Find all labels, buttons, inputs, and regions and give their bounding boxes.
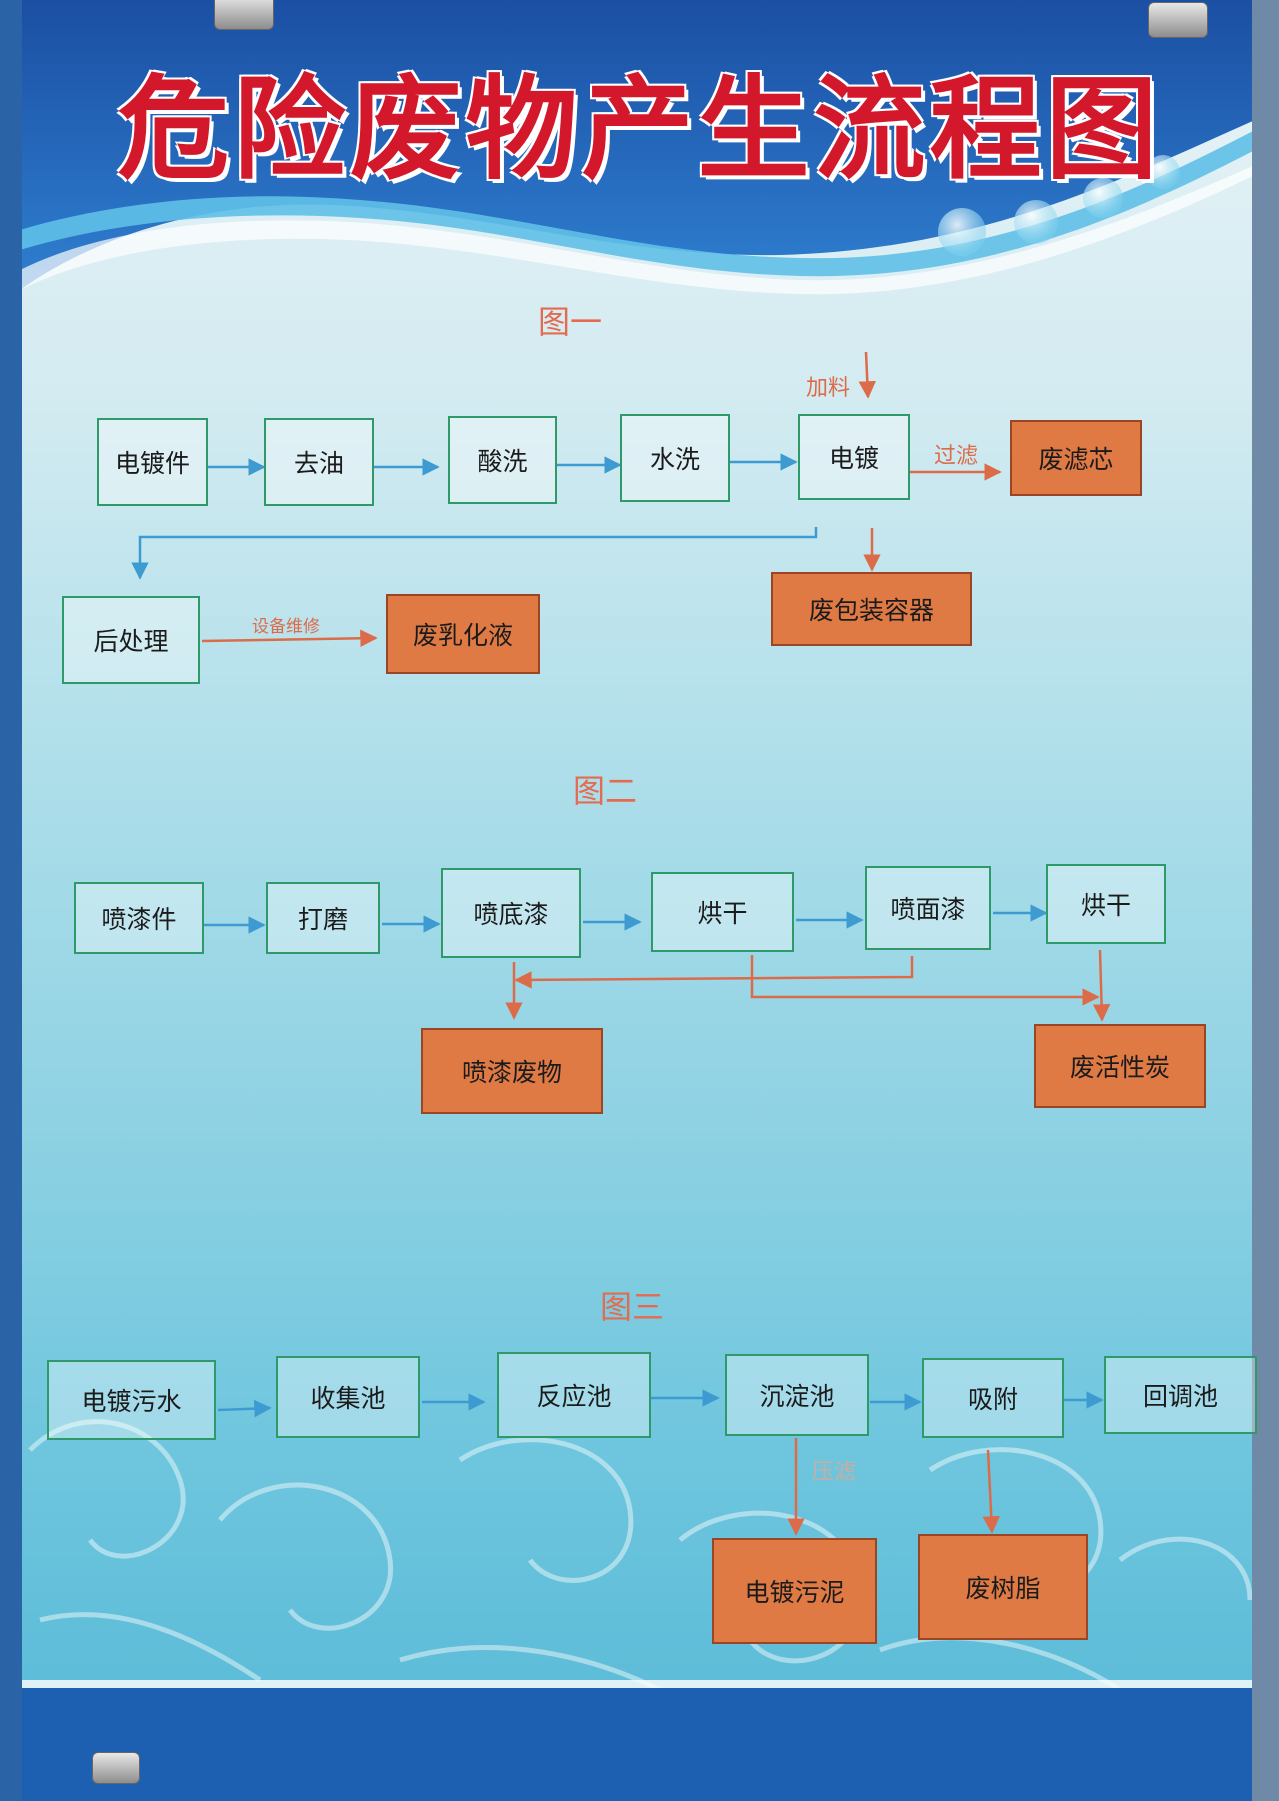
bubble	[1014, 200, 1058, 244]
process-box: 烘干	[1046, 864, 1166, 944]
process-box: 反应池	[497, 1352, 651, 1438]
filter-label: 过滤	[934, 444, 979, 469]
waste-box: 喷漆废物	[421, 1028, 603, 1114]
process-box: 喷漆件	[74, 882, 204, 954]
figure-2-heading: 图二	[572, 772, 637, 810]
process-box: 后处理	[62, 596, 200, 684]
process-box: 回调池	[1104, 1356, 1257, 1434]
press-filter-label: 压滤	[812, 1460, 857, 1485]
bubble	[1083, 178, 1123, 218]
poster-title: 危险废物产生流程图	[117, 64, 1162, 195]
figure-1-heading: 图一	[537, 303, 602, 341]
process-box: 酸洗	[448, 416, 557, 504]
waste-box: 电镀污泥	[712, 1538, 877, 1644]
waste-box: 废树脂	[918, 1534, 1088, 1640]
process-box: 电镀	[798, 414, 910, 500]
process-box: 吸附	[922, 1358, 1064, 1438]
process-box: 喷底漆	[441, 868, 581, 958]
process-box: 水洗	[620, 414, 730, 502]
bubble	[1146, 155, 1180, 189]
feed-label: 加料	[806, 376, 851, 401]
waste-box: 废乳化液	[386, 594, 540, 674]
process-box: 电镀件	[97, 418, 208, 506]
frame-left	[0, 0, 22, 1801]
process-box: 烘干	[651, 872, 794, 952]
process-box: 电镀污水	[47, 1360, 216, 1440]
frame-right	[1252, 0, 1279, 1801]
header-wave	[20, 130, 1255, 277]
mounting-bolt	[92, 1752, 140, 1784]
waste-box: 废包装容器	[771, 572, 972, 646]
bubble	[938, 208, 986, 256]
footer-band	[20, 1688, 1255, 1801]
waste-box: 废滤芯	[1010, 420, 1142, 496]
waste-box: 废活性炭	[1034, 1024, 1206, 1108]
figure-3-heading: 图三	[599, 1288, 664, 1326]
process-box: 喷面漆	[865, 866, 991, 950]
process-box: 打磨	[266, 882, 380, 954]
process-box: 去油	[264, 418, 374, 506]
mounting-bolt	[1148, 2, 1208, 38]
maintenance-label: 设备维修	[252, 617, 320, 637]
process-box: 收集池	[276, 1356, 420, 1438]
mounting-bolt	[214, 0, 274, 30]
process-box: 沉淀池	[725, 1354, 869, 1436]
